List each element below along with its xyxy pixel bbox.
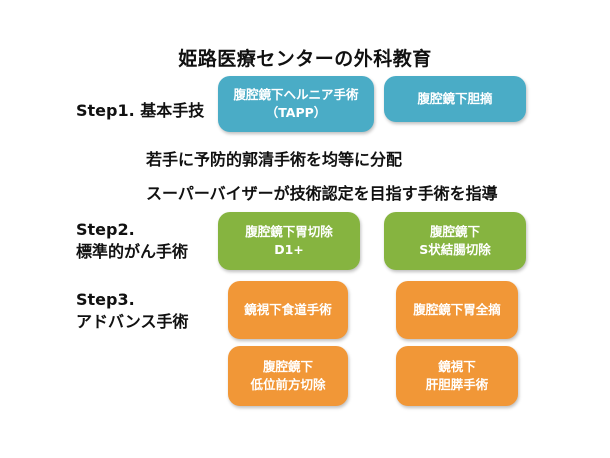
step2-label-line1: Step2. (76, 220, 135, 239)
step3-label: Step3. アドバンス手術 (76, 289, 188, 333)
box-low-anterior-resection: 腹腔鏡下 低位前方切除 (228, 346, 348, 406)
box-tapp: 腹腔鏡下ヘルニア手術 （TAPP） (218, 76, 374, 132)
step2-label: Step2. 標準的がん手術 (76, 219, 188, 263)
box-hbp-surgery-line1: 鏡視下 (438, 359, 476, 374)
step2-label-line2: 標準的がん手術 (76, 242, 189, 261)
box-hbp-surgery: 鏡視下 肝胆膵手術 (396, 346, 518, 406)
box-cholecystectomy: 腹腔鏡下胆摘 (384, 76, 526, 122)
box-sigmoidectomy-line2: S状結腸切除 (419, 242, 491, 257)
step3-label-line2: アドバンス手術 (76, 312, 189, 331)
box-tapp-line1: 腹腔鏡下ヘルニア手術 (233, 87, 359, 102)
slide-title: 姫路医療センターの外科教育 (178, 48, 432, 70)
step3-label-line1: Step3. (76, 290, 135, 309)
box-gastrectomy-d1: 腹腔鏡下胃切除 D1+ (218, 212, 360, 270)
step1-label: Step1. 基本手技 (76, 101, 205, 120)
box-cholecystectomy-line1: 腹腔鏡下胆摘 (417, 91, 493, 106)
note-supervisor: スーパーバイザーが技術認定を目指す手術を指導 (146, 184, 498, 203)
box-low-anterior-resection-line1: 腹腔鏡下 (262, 359, 313, 374)
box-sigmoidectomy: 腹腔鏡下 S状結腸切除 (384, 212, 526, 270)
box-hbp-surgery-line2: 肝胆膵手術 (425, 377, 489, 392)
box-gastrectomy-d1-line2: D1+ (274, 242, 304, 257)
box-esophagectomy: 鏡視下食道手術 (228, 281, 348, 339)
box-esophagectomy-line1: 鏡視下食道手術 (244, 302, 332, 317)
box-sigmoidectomy-line1: 腹腔鏡下 (429, 224, 480, 239)
box-gastrectomy-d1-line1: 腹腔鏡下胃切除 (245, 224, 333, 239)
box-total-gastrectomy: 腹腔鏡下胃全摘 (396, 281, 518, 339)
box-tapp-line2: （TAPP） (265, 105, 327, 120)
box-low-anterior-resection-line2: 低位前方切除 (250, 377, 326, 392)
box-total-gastrectomy-line1: 腹腔鏡下胃全摘 (413, 302, 501, 317)
note-distribution: 若手に予防的郭清手術を均等に分配 (146, 150, 403, 169)
